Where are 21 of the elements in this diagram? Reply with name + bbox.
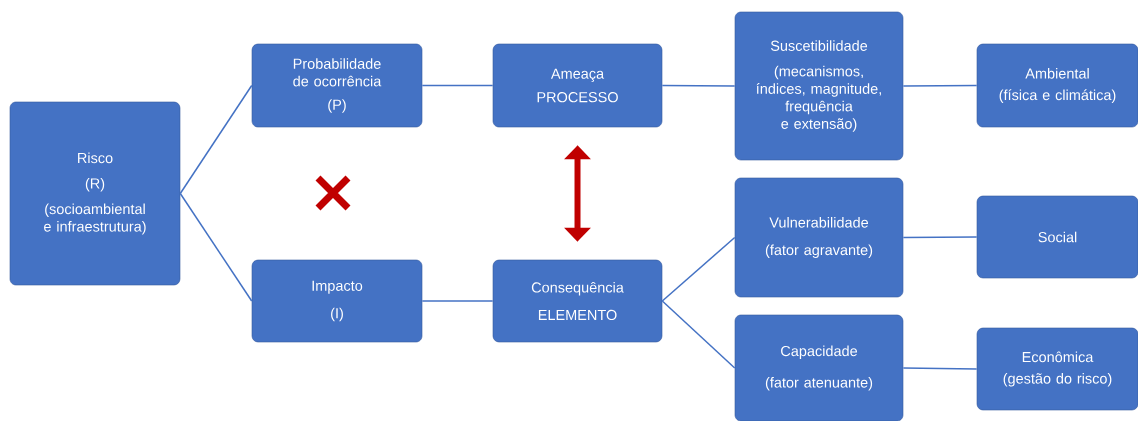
process-box: Consequência ELEMENTO: [492, 259, 663, 343]
process-box: Social: [976, 195, 1138, 279]
connector-line: [661, 84, 736, 87]
process-box: Econômica (gestão do risco): [976, 327, 1138, 411]
connector-line: [661, 236, 736, 302]
connector-line: [421, 84, 494, 87]
process-box: Probabilidade de ocorrência (P): [251, 43, 423, 128]
connector-line: [179, 84, 253, 195]
process-box: Ameaça PROCESSO: [492, 43, 663, 128]
process-box: Capacidade (fator atenuante): [734, 314, 904, 421]
process-box: Risco (R) (socioambiental e infraestrutura): [9, 101, 181, 286]
connector-line: [902, 84, 978, 87]
process-box: Suscetibilidade (mecanismos, índices, magnitude, frequência e extensão): [734, 11, 904, 161]
process-box: Vulnerabilidade (fator agravante): [734, 177, 904, 298]
connector-line: [179, 192, 253, 302]
connector-line: [902, 367, 978, 370]
connector-line: [902, 236, 978, 239]
process-box: Impacto (I): [251, 259, 423, 343]
process-box: Ambiental (física e climática): [976, 43, 1138, 128]
connector-line: [421, 300, 494, 302]
connector-line: [661, 300, 736, 369]
